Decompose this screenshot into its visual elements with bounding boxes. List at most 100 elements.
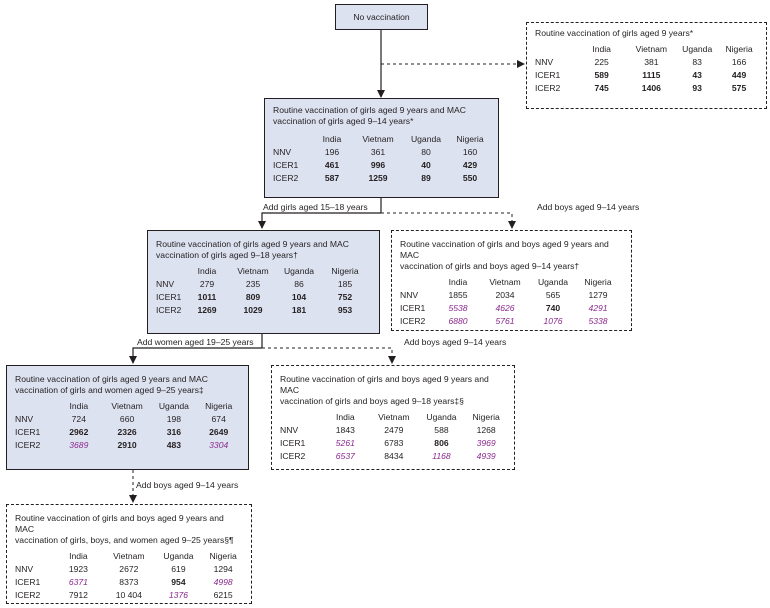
table-cell: 104 (291, 292, 307, 302)
column-header: India (322, 134, 342, 144)
box-title: Routine vaccination of girls aged 9 year… (156, 239, 349, 260)
table-cell: 449 (731, 70, 747, 80)
table-cell: 83 (692, 57, 702, 67)
table-cell: 2962 (69, 427, 89, 437)
table-cell: 3969 (476, 438, 496, 448)
table-cell: 6880 (448, 316, 468, 326)
table-cell: 181 (291, 305, 307, 315)
row-label: ICER1 (535, 70, 561, 80)
edge-label-add-boys-9-14-c: Add boys aged 9–14 years (136, 480, 239, 490)
table-cell: 575 (731, 83, 747, 93)
edge-label-add-women-19-25: Add women aged 19–25 years (137, 337, 254, 347)
table-cell: 1011 (197, 292, 217, 302)
table-cell: 89 (421, 173, 431, 183)
column-header: Nigeria (205, 401, 233, 411)
column-header: Vietnam (113, 551, 145, 561)
column-header: India (448, 277, 468, 287)
column-header: Nigeria (331, 266, 359, 276)
column-header: Nigeria (584, 277, 612, 287)
edge-label-add-boys-9-14-b: Add boys aged 9–14 years (404, 337, 507, 347)
table-cell: 1029 (243, 305, 263, 315)
column-header: India (592, 44, 611, 54)
row-label: NNV (535, 57, 554, 67)
table-cell: 588 (434, 425, 449, 435)
table-cell: 619 (171, 564, 186, 574)
table-cell: 745 (594, 83, 609, 93)
column-header: Vietnam (237, 266, 269, 276)
table-cell: 43 (692, 70, 702, 80)
table-cell: 5538 (448, 303, 468, 313)
row-label: ICER1 (15, 577, 41, 587)
column-header: Vietnam (362, 134, 394, 144)
row-label: NNV (280, 425, 299, 435)
column-header: Vietnam (489, 277, 521, 287)
table-cell: 996 (370, 160, 386, 170)
table-cell: 7912 (68, 590, 88, 600)
table-cell: 1076 (543, 316, 563, 326)
column-header: India (69, 551, 88, 561)
table-cell: 198 (166, 414, 182, 424)
table-cell: 1269 (197, 305, 217, 315)
table-cell: 587 (324, 173, 340, 183)
table-cell: 6215 (213, 590, 233, 600)
box-title: Routine vaccination of girls and boys ag… (400, 239, 609, 271)
column-header: Uganda (537, 277, 569, 287)
table-cell: 674 (211, 414, 226, 424)
table-cell: 2672 (119, 564, 139, 574)
column-header: Nigeria (209, 551, 237, 561)
table-cell: 4998 (213, 577, 233, 587)
row-label: ICER1 (400, 303, 426, 313)
column-header: Nigeria (725, 44, 753, 54)
row-label: NNV (400, 290, 419, 300)
table-cell: 1376 (168, 590, 189, 600)
box-mac-girls-9-18: Routine vaccination of girls aged 9 year… (147, 230, 380, 334)
table-cell: 2326 (117, 427, 137, 437)
table-cell: 806 (434, 438, 449, 448)
table-cell: 6371 (68, 577, 88, 587)
table-cell: 10 404 (115, 590, 142, 600)
table-row: NNV 1923 2672 619 1294 (15, 563, 245, 576)
row-label: NNV (15, 564, 34, 574)
table-cell: 1923 (68, 564, 88, 574)
header-row: India Vietnam Uganda Nigeria (400, 276, 620, 289)
box-title: Routine vaccination of girls aged 9 year… (535, 28, 694, 38)
column-header: Nigeria (456, 134, 484, 144)
table-cell: 160 (462, 147, 478, 157)
no-vaccination-label: No vaccination (353, 12, 410, 22)
table-cell: 589 (594, 70, 609, 80)
column-header: Uganda (283, 266, 315, 276)
table-cell: 5261 (335, 438, 355, 448)
table-cell: 361 (370, 147, 386, 157)
row-label: ICER2 (400, 316, 426, 326)
box-mac-girls-women-9-25: Routine vaccination of girls aged 9 year… (6, 365, 249, 470)
box-title: Routine vaccination of girls and boys ag… (280, 374, 489, 406)
column-header: Uganda (682, 44, 713, 54)
row-label: ICER1 (15, 427, 41, 437)
table-cell: 1843 (335, 425, 355, 435)
table-cell: 8434 (384, 451, 404, 461)
table-cell: 1259 (368, 173, 388, 183)
table-cell: 4291 (588, 303, 608, 313)
table-cell: 1294 (213, 564, 233, 574)
